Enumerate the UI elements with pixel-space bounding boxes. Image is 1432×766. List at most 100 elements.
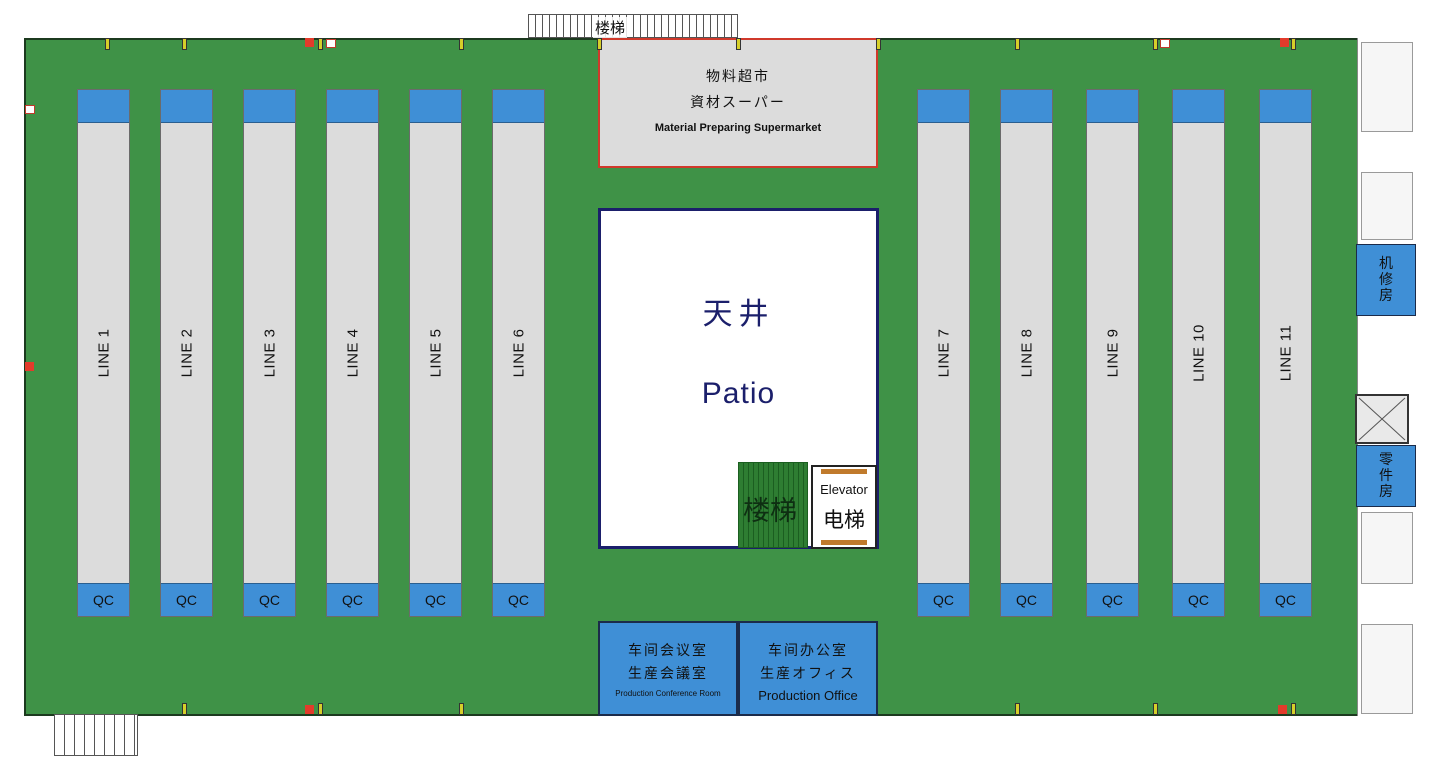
production-line: LINE 5 QC — [409, 89, 462, 617]
production-line: LINE 7 QC — [917, 89, 970, 617]
line-head-cap — [1173, 90, 1224, 123]
office-zh: 车间办公室 — [768, 643, 848, 659]
line-label: LINE 8 — [1018, 328, 1035, 378]
qc-station: QC — [1173, 583, 1224, 616]
wall-marker-icon — [1015, 38, 1020, 50]
wall-marker-icon — [182, 703, 187, 715]
right-side-area — [1357, 38, 1416, 716]
elevator-en: Elevator — [820, 482, 868, 497]
fire-hydrant-icon — [1280, 38, 1289, 47]
wall-marker-icon — [597, 38, 602, 50]
qc-station: QC — [493, 583, 544, 616]
qc-station: QC — [1001, 583, 1052, 616]
material-market-en: Material Preparing Supermarket — [654, 122, 822, 134]
line-label: LINE 6 — [510, 328, 527, 378]
cabinet-3 — [1361, 512, 1413, 584]
production-line: LINE 4 QC — [326, 89, 379, 617]
production-line: LINE 8 QC — [1000, 89, 1053, 617]
elevator-door-bottom — [821, 540, 867, 545]
conference-room-en: Production Conference Room — [615, 689, 721, 698]
wall-marker-icon — [1153, 703, 1158, 715]
cabinet-2 — [1361, 172, 1413, 240]
material-market-zh: 物料超市 — [706, 69, 770, 85]
line-head-cap — [410, 90, 461, 123]
parts-room-char-2: 件 — [1379, 468, 1393, 484]
line-head-cap — [1260, 90, 1311, 123]
repair-room-char-3: 房 — [1379, 288, 1393, 304]
line-head-cap — [78, 90, 129, 123]
parts-room-char-1: 零 — [1379, 452, 1393, 468]
fire-extinguisher-icon — [1160, 39, 1170, 48]
conference-room-zh: 车间会议室 — [628, 643, 708, 659]
qc-station: QC — [327, 583, 378, 616]
line-label: LINE 3 — [261, 328, 278, 378]
parts-room-char-3: 房 — [1379, 484, 1393, 500]
fire-hydrant-icon — [25, 362, 34, 371]
line-head-cap — [1087, 90, 1138, 123]
wall-marker-icon — [736, 38, 741, 50]
patio-stair: 楼梯 — [738, 462, 808, 548]
office-en: Production Office — [758, 688, 858, 703]
line-head-cap — [918, 90, 969, 123]
production-line: LINE 1 QC — [77, 89, 130, 617]
repair-room: 机 修 房 — [1356, 244, 1416, 316]
elevator-shaft-side — [1355, 394, 1409, 444]
line-label: LINE 10 — [1190, 324, 1207, 382]
qc-station: QC — [918, 583, 969, 616]
fire-hydrant-icon — [305, 705, 314, 714]
repair-room-char-2: 修 — [1379, 272, 1393, 288]
conference-room-ja: 生産会議室 — [628, 666, 708, 682]
qc-station: QC — [410, 583, 461, 616]
cross-icon — [1358, 397, 1406, 441]
patio: 天井 Patio 楼梯 Elevator 电梯 — [598, 208, 879, 549]
parts-room: 零 件 房 — [1356, 445, 1416, 507]
wall-marker-icon — [105, 38, 110, 50]
line-label: LINE 5 — [427, 328, 444, 378]
line-label: LINE 1 — [95, 328, 112, 378]
office-ja: 生産オフィス — [760, 666, 856, 682]
wall-marker-icon — [1015, 703, 1020, 715]
qc-station: QC — [1087, 583, 1138, 616]
wall-marker-icon — [1291, 38, 1296, 50]
elevator-zh: 电梯 — [823, 508, 865, 532]
line-head-cap — [161, 90, 212, 123]
production-office: 车间办公室 生産オフィス Production Office — [738, 621, 878, 716]
patio-en: Patio — [701, 377, 776, 410]
production-line: LINE 10 QC — [1172, 89, 1225, 617]
line-label: LINE 9 — [1104, 328, 1121, 378]
line-label: LINE 7 — [935, 328, 952, 378]
elevator: Elevator 电梯 — [811, 465, 877, 549]
fire-extinguisher-icon — [25, 105, 35, 114]
material-supermarket: 物料超市 資材スーパー Material Preparing Supermark… — [598, 38, 878, 168]
wall-marker-icon — [876, 38, 881, 50]
wall-marker-icon — [1153, 38, 1158, 50]
qc-station: QC — [78, 583, 129, 616]
wall-marker-icon — [459, 38, 464, 50]
production-line: LINE 11 QC — [1259, 89, 1312, 617]
line-head-cap — [244, 90, 295, 123]
patio-zh: 天井 — [702, 297, 775, 332]
wall-marker-icon — [459, 703, 464, 715]
wall-marker-icon — [182, 38, 187, 50]
elevator-door-top — [821, 469, 867, 474]
wall-marker-icon — [318, 703, 323, 715]
line-label: LINE 2 — [178, 328, 195, 378]
fire-hydrant-icon — [1278, 705, 1287, 714]
top-stair-label: 楼梯 — [593, 17, 628, 38]
production-line: LINE 2 QC — [160, 89, 213, 617]
cabinet-4 — [1361, 624, 1413, 714]
bottom-left-stair — [54, 714, 138, 756]
production-line: LINE 6 QC — [492, 89, 545, 617]
patio-stair-label: 楼梯 — [743, 496, 797, 527]
material-market-ja: 資材スーパー — [690, 95, 786, 111]
line-label: LINE 11 — [1277, 324, 1294, 382]
fire-hydrant-icon — [305, 38, 314, 47]
qc-station: QC — [1260, 583, 1311, 616]
repair-room-char-1: 机 — [1379, 256, 1393, 272]
top-stair: 楼梯 — [528, 14, 738, 38]
qc-station: QC — [161, 583, 212, 616]
cabinet-1 — [1361, 42, 1413, 132]
wall-marker-icon — [1291, 703, 1296, 715]
line-label: LINE 4 — [344, 328, 361, 378]
line-head-cap — [1001, 90, 1052, 123]
